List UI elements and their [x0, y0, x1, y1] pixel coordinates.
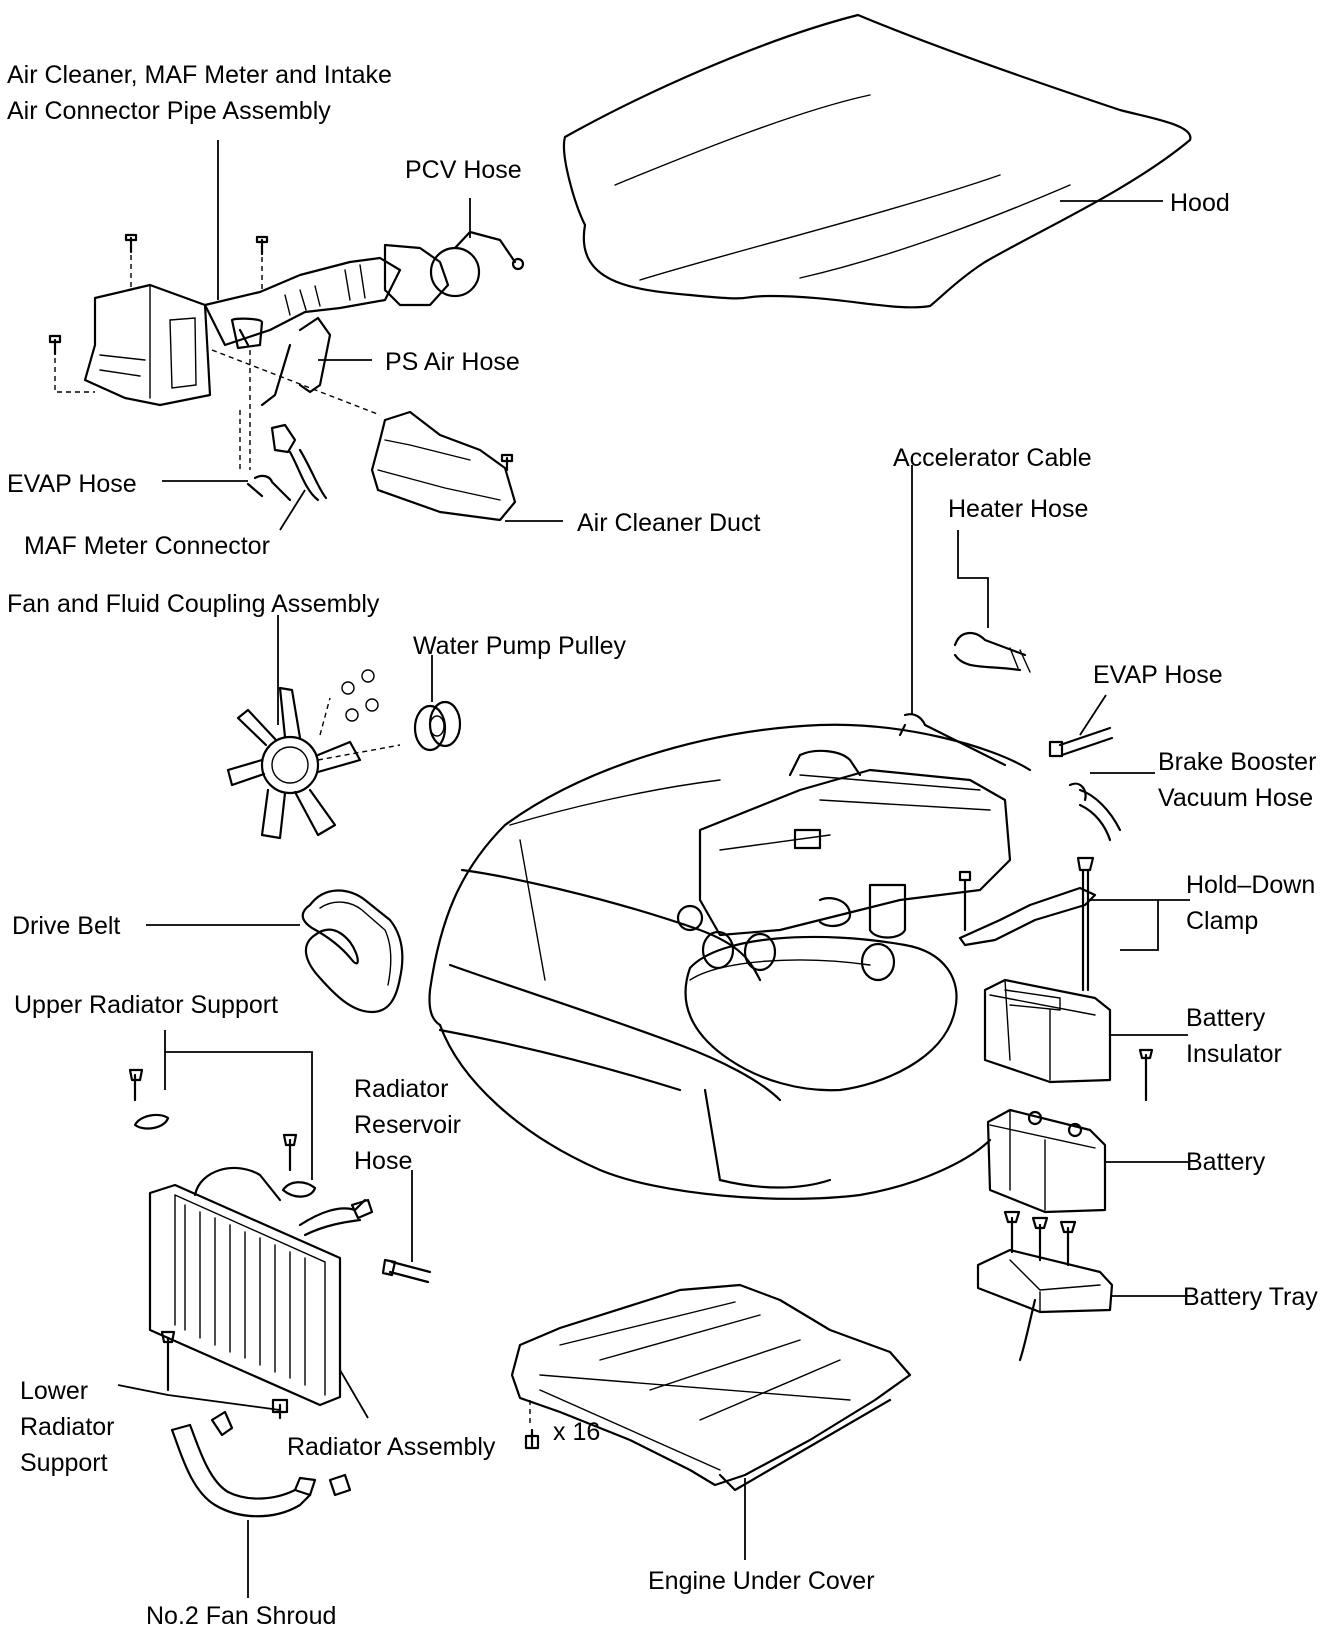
- label-air-cleaner-duct: Air Cleaner Duct: [577, 509, 761, 537]
- label-lower-radiator-line2: Radiator: [20, 1413, 115, 1441]
- front-body-drawing: [428, 723, 1032, 1200]
- evap-hose-right-leader: [1079, 694, 1107, 736]
- air-cleaner-assembly-drawing: [83, 230, 525, 407]
- label-air-cleaner-line1: Air Cleaner, MAF Meter and Intake: [7, 61, 392, 89]
- water-pump-pulley-drawing: [413, 700, 462, 752]
- label-accelerator-cable: Accelerator Cable: [893, 444, 1092, 472]
- label-fan-fluid-coupling: Fan and Fluid Coupling Assembly: [7, 590, 380, 618]
- label-hold-down-line2: Clamp: [1186, 907, 1259, 935]
- fan-assembly-drawing: [226, 669, 401, 840]
- radiator-assembly-drawing: [148, 1166, 374, 1407]
- battery-bolt-drawing: [1138, 1048, 1154, 1102]
- accelerator-cable-drawing: [898, 713, 1007, 767]
- label-clip-count: x 16: [553, 1418, 601, 1446]
- hold-down-leader: [1088, 899, 1190, 951]
- maf-connector-leader: [279, 489, 306, 531]
- label-brake-booster-line2: Vacuum Hose: [1158, 784, 1314, 812]
- label-radiator-reservoir-line2: Reservoir: [354, 1111, 461, 1139]
- label-radiator-reservoir-line1: Radiator: [354, 1075, 449, 1103]
- evap-hose-right-drawing: [1048, 726, 1114, 758]
- label-air-cleaner-line2: Air Connector Pipe Assembly: [7, 97, 331, 125]
- engine-drawing: [676, 749, 1012, 982]
- engine-under-cover-drawing: [510, 1283, 912, 1492]
- label-ps-air-hose: PS Air Hose: [385, 348, 520, 376]
- fan-shroud-drawing: [170, 1423, 352, 1518]
- label-upper-radiator-support: Upper Radiator Support: [14, 991, 279, 1019]
- label-radiator-assembly: Radiator Assembly: [287, 1433, 496, 1461]
- label-hold-down-line1: Hold–Down: [1186, 871, 1316, 899]
- label-brake-booster-line1: Brake Booster: [1158, 748, 1317, 776]
- label-lower-radiator-line3: Support: [20, 1449, 108, 1477]
- upper-radiator-support-leader: [164, 1030, 313, 1180]
- label-maf-meter-connector: MAF Meter Connector: [24, 532, 270, 560]
- label-pcv-hose: PCV Hose: [405, 156, 522, 184]
- battery-tray-drawing: [976, 1210, 1114, 1362]
- hold-down-clamp-drawing: [958, 856, 1097, 992]
- lower-radiator-support-leader: [117, 1384, 281, 1411]
- battery-insulator-drawing: [983, 978, 1112, 1084]
- label-radiator-reservoir-line3: Hose: [354, 1147, 413, 1175]
- upper-radiator-support-drawing: [128, 1068, 317, 1198]
- label-water-pump-pulley: Water Pump Pulley: [413, 632, 627, 660]
- battery-drawing: [986, 1108, 1107, 1214]
- label-lower-radiator-line1: Lower: [20, 1377, 89, 1405]
- label-hood: Hood: [1170, 189, 1230, 217]
- lower-radiator-support-drawing: [160, 1330, 289, 1437]
- hood-drawing: [562, 13, 1192, 309]
- maf-connector-drawing: [246, 423, 328, 502]
- drive-belt-drawing: [301, 889, 404, 1014]
- label-battery: Battery: [1186, 1148, 1266, 1176]
- heater-hose-leader: [957, 530, 989, 628]
- radiator-assembly-leader: [339, 1369, 369, 1419]
- bolt-drawings-top: [48, 233, 381, 470]
- brake-booster-hose-drawing: [1068, 782, 1122, 842]
- label-battery-tray: Battery Tray: [1183, 1283, 1318, 1311]
- label-fan-shroud: No.2 Fan Shroud: [146, 1602, 337, 1630]
- label-evap-hose-left: EVAP Hose: [7, 470, 137, 498]
- label-engine-under-cover: Engine Under Cover: [648, 1567, 875, 1595]
- radiator-reservoir-hose-drawing: [381, 1258, 432, 1284]
- heater-hose-drawing: [953, 632, 1031, 673]
- label-drive-belt: Drive Belt: [12, 912, 121, 940]
- label-battery-insulator-line2: Insulator: [1186, 1040, 1282, 1068]
- label-heater-hose: Heater Hose: [948, 495, 1089, 523]
- air-cleaner-duct-drawing: [370, 410, 517, 522]
- label-battery-insulator-line1: Battery: [1186, 1004, 1266, 1032]
- label-evap-hose-right: EVAP Hose: [1093, 661, 1223, 689]
